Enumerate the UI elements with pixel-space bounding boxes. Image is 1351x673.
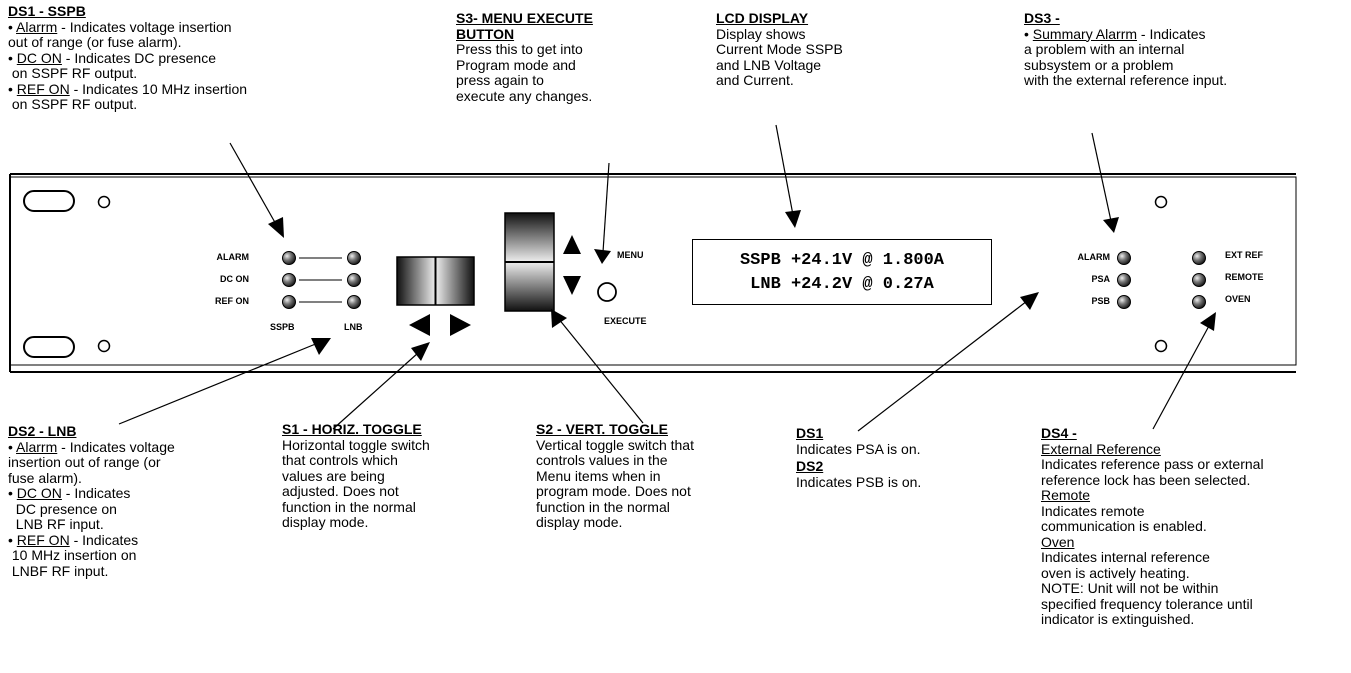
alarm-label-right: ALARM	[1077, 252, 1111, 262]
ds1-sspb-callout: DS1 - SSPB • Alarrm - Indicates voltage …	[8, 3, 248, 112]
vertical-toggle-switch[interactable]	[504, 212, 555, 312]
lcd-display: SSPB +24.1V @ 1.800A LNB +24.2V @ 0.27A	[692, 239, 992, 305]
summary-led-column	[1117, 251, 1131, 309]
ds3-title: DS3 -	[1024, 10, 1060, 26]
lcd-line-2: LNB +24.2V @ 0.27A	[750, 275, 934, 294]
ds4-callout: DS4 - External Reference Indicates refer…	[1041, 425, 1264, 627]
leader-lines	[118, 124, 1211, 432]
s1-horiz-callout: S1 - HORIZ. TOGGLE Horizontal toggle swi…	[282, 421, 430, 530]
ds4-title: DS4 -	[1041, 425, 1077, 441]
ds4-oven-heading: Oven	[1041, 533, 1075, 550]
ds4-led-column	[1192, 251, 1206, 309]
led-dash-lines	[299, 257, 342, 303]
right-arrow-icon	[450, 314, 471, 336]
lcd-line-1: SSPB +24.1V @ 1.800A	[739, 251, 945, 270]
dc-on-label: DC ON	[220, 274, 249, 284]
ds2-lnb-callout: DS2 - LNB • Alarrm - Indicates voltage i…	[8, 423, 175, 579]
ds1-psa-title: DS1	[796, 425, 824, 441]
ds1-ds2-psa-callout: DS1 Indicates PSA is on. DS2 Indicates P…	[796, 425, 922, 490]
ext-ref-label: EXT REF	[1225, 250, 1264, 260]
lcd-display-title: LCD DISPLAY	[716, 10, 809, 26]
s3-menu-title-2: BUTTON	[456, 25, 515, 42]
horizontal-toggle-switch[interactable]	[396, 256, 475, 306]
left-arrow-icon	[409, 314, 430, 336]
lnb-label: LNB	[344, 322, 363, 332]
ds2-psb-title: DS2	[796, 458, 824, 474]
screw-top-right	[1154, 195, 1168, 209]
ds4-ext-ref-heading: External Reference	[1041, 440, 1161, 457]
ds4-remote-heading: Remote	[1041, 487, 1091, 503]
lnb-led-column	[347, 251, 361, 309]
menu-execute-button[interactable]	[597, 282, 617, 302]
s3-menu-title-1: S3- MENU EXECUTE	[456, 10, 593, 26]
screw-bottom-left	[97, 339, 111, 353]
oven-label: OVEN	[1225, 294, 1251, 304]
alarm-label-left: ALARM	[216, 252, 250, 262]
up-arrow-icon	[563, 235, 581, 254]
screw-bottom-right	[1154, 339, 1168, 353]
psb-label: PSB	[1091, 296, 1110, 306]
ds1-sspb-title: DS1 - SSPB	[8, 3, 86, 19]
ref-on-label: REF ON	[214, 296, 249, 306]
sspb-label: SSPB	[270, 322, 295, 332]
leader-arrowheads	[268, 210, 1216, 361]
execute-label: EXECUTE	[604, 316, 647, 326]
s1-horiz-title: S1 - HORIZ. TOGGLE	[282, 421, 422, 437]
s2-vert-title: S2 - VERT. TOGGLE	[536, 421, 668, 437]
ds3-callout: DS3 - • Summary Alarrm - Indicates a pro…	[1024, 10, 1228, 88]
rack-slot-top	[23, 190, 75, 212]
lcd-display-callout: LCD DISPLAY Display shows Current Mode S…	[716, 10, 843, 88]
panel-inner-edge	[9, 176, 1297, 366]
ds2-lnb-title: DS2 - LNB	[8, 423, 77, 439]
screw-top-left	[97, 195, 111, 209]
remote-label: REMOTE	[1225, 272, 1264, 282]
sspb-led-column	[282, 251, 296, 309]
menu-label: MENU	[617, 250, 644, 260]
panel-outline	[9, 173, 1296, 373]
s3-menu-callout: S3- MENU EXECUTE BUTTON Press this to ge…	[456, 10, 593, 104]
psa-label: PSA	[1091, 274, 1110, 284]
down-arrow-icon	[563, 276, 581, 295]
rack-slot-bottom	[23, 336, 75, 358]
s2-vert-callout: S2 - VERT. TOGGLE Vertical toggle switch…	[536, 421, 694, 530]
